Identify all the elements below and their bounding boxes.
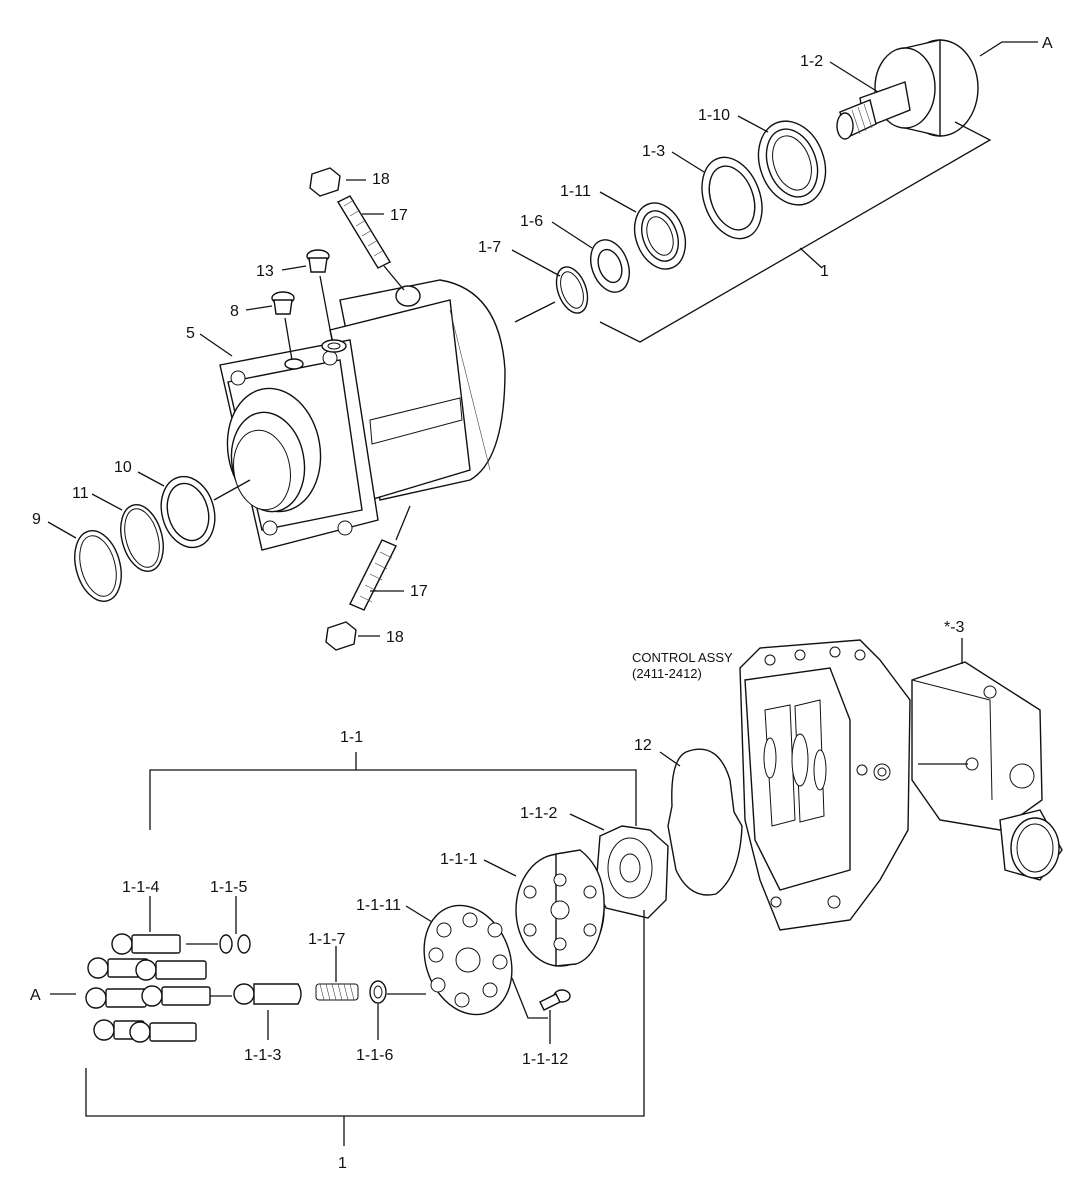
retainer-plate-part	[423, 904, 513, 1016]
label-1-upper: 1	[820, 263, 829, 280]
part-labels: A 1-2 1-10 1-3 1-11 1-6 1-7 1 18 17 13 8…	[30, 35, 1053, 1172]
label-1-2: 1-2	[800, 53, 823, 70]
o-ring-part-11	[120, 504, 164, 572]
label-1-7: 1-7	[478, 239, 501, 256]
label-18-bottom: 18	[386, 629, 404, 646]
upper-group-bracket	[599, 121, 992, 343]
label-1-1-5: 1-1-5	[210, 879, 247, 896]
stud-part-bottom	[349, 539, 397, 611]
snap-ring-part	[555, 266, 589, 314]
label-1-1: 1-1	[340, 729, 363, 746]
control-assy-part	[739, 639, 911, 931]
bearing-part	[757, 120, 827, 206]
label-a-left: A	[30, 987, 41, 1004]
valve-plate-part	[595, 825, 669, 919]
label-9: 9	[32, 511, 41, 528]
label-8: 8	[230, 303, 239, 320]
leader-lines	[47, 41, 1038, 1146]
nut-part-bottom	[325, 621, 357, 651]
label-1-1-3: 1-1-3	[244, 1047, 281, 1064]
washer-part	[590, 239, 630, 293]
bearing-part-small	[633, 202, 687, 270]
oil-seal-part-10	[160, 475, 216, 549]
piston-5	[141, 985, 211, 1007]
label-1-1-12: 1-1-12	[522, 1051, 568, 1068]
cylinder-block-part	[515, 849, 605, 967]
housing-part	[219, 279, 506, 551]
o-ring-part-12	[667, 748, 743, 896]
pump-assy-part-3	[911, 661, 1063, 881]
label-star-3: *-3	[944, 619, 965, 636]
plug-part-13	[306, 249, 330, 273]
screw-part	[539, 989, 571, 1011]
label-1-1-7: 1-1-7	[308, 931, 345, 948]
label-1-1-2: 1-1-2	[520, 805, 557, 822]
label-1-lower: 1	[338, 1155, 347, 1172]
piston-7	[129, 1021, 197, 1043]
washer-part-lower	[369, 980, 387, 1004]
label-11: 11	[72, 485, 89, 502]
nut-part-top	[309, 167, 341, 197]
label-1-10: 1-10	[698, 107, 730, 124]
label-1-3: 1-3	[642, 143, 665, 160]
spring-part	[315, 983, 359, 1001]
piston-1	[111, 933, 181, 955]
label-17-top: 17	[390, 207, 408, 224]
plug-part-8	[271, 291, 295, 315]
shaft-part	[836, 39, 979, 140]
label-1-1-6: 1-1-6	[356, 1047, 393, 1064]
label-13: 13	[256, 263, 274, 280]
piston-rings-part	[219, 934, 251, 954]
label-1-1-4: 1-1-4	[122, 879, 159, 896]
snap-ring-part-9	[74, 530, 122, 602]
piston-parts	[85, 933, 211, 1043]
label-17-bottom: 17	[410, 583, 428, 600]
label-1-6: 1-6	[520, 213, 543, 230]
label-5: 5	[186, 325, 195, 342]
label-1-11: 1-11	[560, 183, 591, 200]
label-1-1-1: 1-1-1	[440, 851, 477, 868]
label-18-top: 18	[372, 171, 390, 188]
label-1-1-11: 1-1-11	[356, 897, 401, 914]
label-10: 10	[114, 459, 132, 476]
label-12: 12	[634, 737, 652, 754]
label-control-assy: CONTROL ASSY	[632, 650, 733, 665]
label-control-code: (2411-2412)	[632, 666, 702, 681]
piston-3	[135, 959, 207, 981]
stud-part-top	[337, 195, 391, 269]
center-pin-part	[233, 983, 302, 1005]
piston-4	[85, 987, 147, 1009]
label-a-top: A	[1042, 35, 1053, 52]
seal-ring-part	[701, 156, 763, 240]
